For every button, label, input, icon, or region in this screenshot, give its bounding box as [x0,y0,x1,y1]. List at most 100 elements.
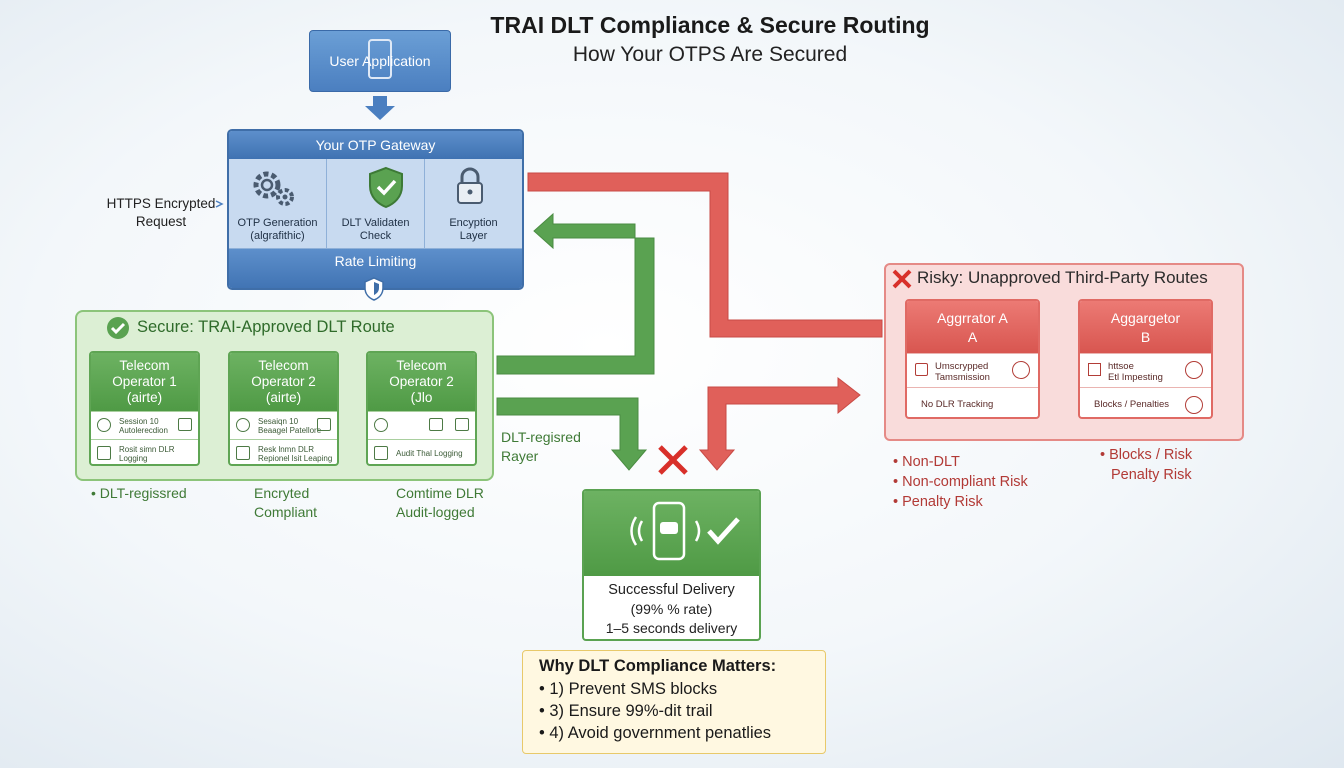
aggregator-header: Aggargetor B [1080,301,1211,353]
dlt-layer-note-text: DLT-regisred [501,429,581,445]
blocked-x-icon [658,445,688,475]
why-title: Why DLT Compliance Matters: [539,657,777,675]
small-right-arrow-icon [215,200,224,208]
operator-card-1: Telecom Operator 1 (airte) Session 10 Au… [89,351,200,466]
operator-carrier: (airte) [265,390,302,405]
operator-header: Telecom Operator 1 (airte) [91,353,198,411]
operator-header: Telecom Operator 2 (airte) [230,353,337,411]
operator-row-text: Autolerecdion [119,426,168,435]
red-route-arrow-out [527,172,883,338]
risky-note-text: • Blocks / Risk [1100,447,1193,463]
log-icon [97,446,111,460]
aggregator-name: Aggargetor [1110,310,1181,326]
why-dlt-box: Why DLT Compliance Matters: • 1) Prevent… [522,650,826,754]
otp-gateway: Your OTP Gateway OTP Generation (algrafi… [227,129,524,290]
successful-delivery-card: Successful Delivery (99% % rate) 1–5 sec… [582,489,761,641]
operator-row-text: Beaagel Patellore [258,426,322,435]
gateway-cell-line1: OTP Generation [237,217,318,229]
operator-row-text: Session 10 [119,417,159,426]
aggregator-row-text: Blocks / Penalties [1094,399,1169,410]
operator-row-text: Audit Thal Logging [396,449,463,458]
operator-row-text: Rosit simn DLR [119,445,175,454]
aggregator-row: No DLR Tracking [907,387,1038,417]
operator-card-2: Telecom Operator 2 (airte) Sesaiqn 10 Be… [228,351,339,466]
aggregator-card-b: Aggargetor B httsoe Etl Impesting Blocks… [1078,299,1213,419]
green-route-arrow-up [496,212,655,375]
check-circle-icon [236,418,250,432]
gateway-title: Your OTP Gateway [229,131,522,159]
gateway-cell-line2: (algrafithic) [250,230,305,242]
operator-row: Audit Thal Logging [368,439,475,464]
operator-row: Session 10 Autolerecdion [91,411,198,439]
https-label-line2: Request [135,214,187,229]
operator-carrier: (Jlo [410,390,433,405]
phone-signal-icon [630,501,740,561]
operator-row-text: Resk lnmn DLR [258,445,315,454]
chart-check-icon [317,418,331,431]
page-subtitle: How Your OTPS Are Secured [572,43,848,66]
blocked-circle-icon [1185,396,1203,414]
aggregator-row-text: Etl Impesting [1108,372,1163,383]
warning-icon [1088,363,1101,376]
gateway-cell-dlt-validation: DLT Validaten Check [327,159,425,248]
gateway-cell-line1: DLT Validaten Check [341,217,410,242]
secure-note-text: Compliant [254,504,318,520]
risky-note-text: • Non-DLT [893,454,960,470]
operator-row: Resk lnmn DLR Repionel lsit Leaping [230,439,337,464]
delivery-title: Successful Delivery [608,582,735,598]
gear-icon [374,418,388,432]
aggregator-row-text: httsoe [1108,361,1134,372]
aggregator-card-a: Aggrrator A A Umscrypped Tamsmission No … [905,299,1040,419]
secure-note-2: Encryted Compliant [254,484,317,522]
aggregator-name: Aggrrator A [937,310,1008,326]
aggregator-name: B [1140,329,1151,345]
risky-route-title: Risky: Unapproved Third-Party Routes [917,268,1208,287]
chart-check-icon [455,418,469,431]
secure-note-text: Comtime DLR [396,485,484,501]
operator-name: Telecom [119,358,170,373]
operator-name: Operator 1 [112,374,177,389]
risky-notes-left: • Non-DLT • Non-compliant Risk • Penalty… [893,452,1028,512]
phone-icon [368,39,392,79]
gears-icon [253,171,294,206]
aggregator-row: Blocks / Penalties [1080,387,1211,417]
delivery-time: 1–5 seconds delivery [605,620,738,636]
log-icon [374,446,388,460]
operator-card-3: Telecom Operator 2 (Jlo Audit Thal Loggi… [366,351,477,466]
operator-row-text: Logging [119,454,148,463]
log-icon [236,446,250,460]
delivery-header [584,491,759,576]
chart-check-icon [178,418,192,431]
page-title: TRAI DLT Compliance & Secure Routing [490,12,930,38]
secure-note-text: • DLT-regissred [91,485,187,501]
down-arrow-icon [365,96,395,120]
aggregator-row: Umscrypped Tamsmission [907,353,1038,387]
user-application-label: User Application [329,53,431,69]
chart-check-icon [429,418,443,431]
secure-note-3: Comtime DLR Audit-logged [396,484,484,522]
operator-row-text: Sesaiqn 10 [258,417,299,426]
check-circle-icon [107,317,129,339]
secure-note-1: • DLT-regissred [91,484,187,503]
aggregator-row-text: Umscrypped [935,361,989,372]
risky-note-text: Penalty Risk [1111,467,1192,483]
operator-name: Operator 2 [251,374,316,389]
user-application-node: User Application [309,30,451,92]
alert-circle-icon [1185,361,1203,379]
gateway-cell-otp-generation: OTP Generation (algrafithic) [229,159,327,248]
operator-header: Telecom Operator 2 (Jlo [368,353,475,411]
why-item: • 1) Prevent SMS blocks [539,680,718,698]
risky-note-text: • Penalty Risk [893,494,983,510]
shield-check-icon [369,166,403,209]
https-label-line1: HTTPS Encrypted [106,196,216,211]
operator-name: Telecom [396,358,447,373]
risky-note-text: • Non-compliant Risk [893,474,1028,490]
gateway-shield-icon [364,277,384,301]
operator-carrier: (airte) [126,390,163,405]
gateway-cell-line1: Encyption [449,217,498,229]
operator-row-text: Repionel lsit Leaping [258,454,333,463]
unlock-icon [915,363,928,376]
aggregator-name: A [967,329,978,345]
why-item: • 3) Ensure 99%-dit trail [539,702,713,720]
aggregator-row-text: No DLR Tracking [921,399,994,410]
